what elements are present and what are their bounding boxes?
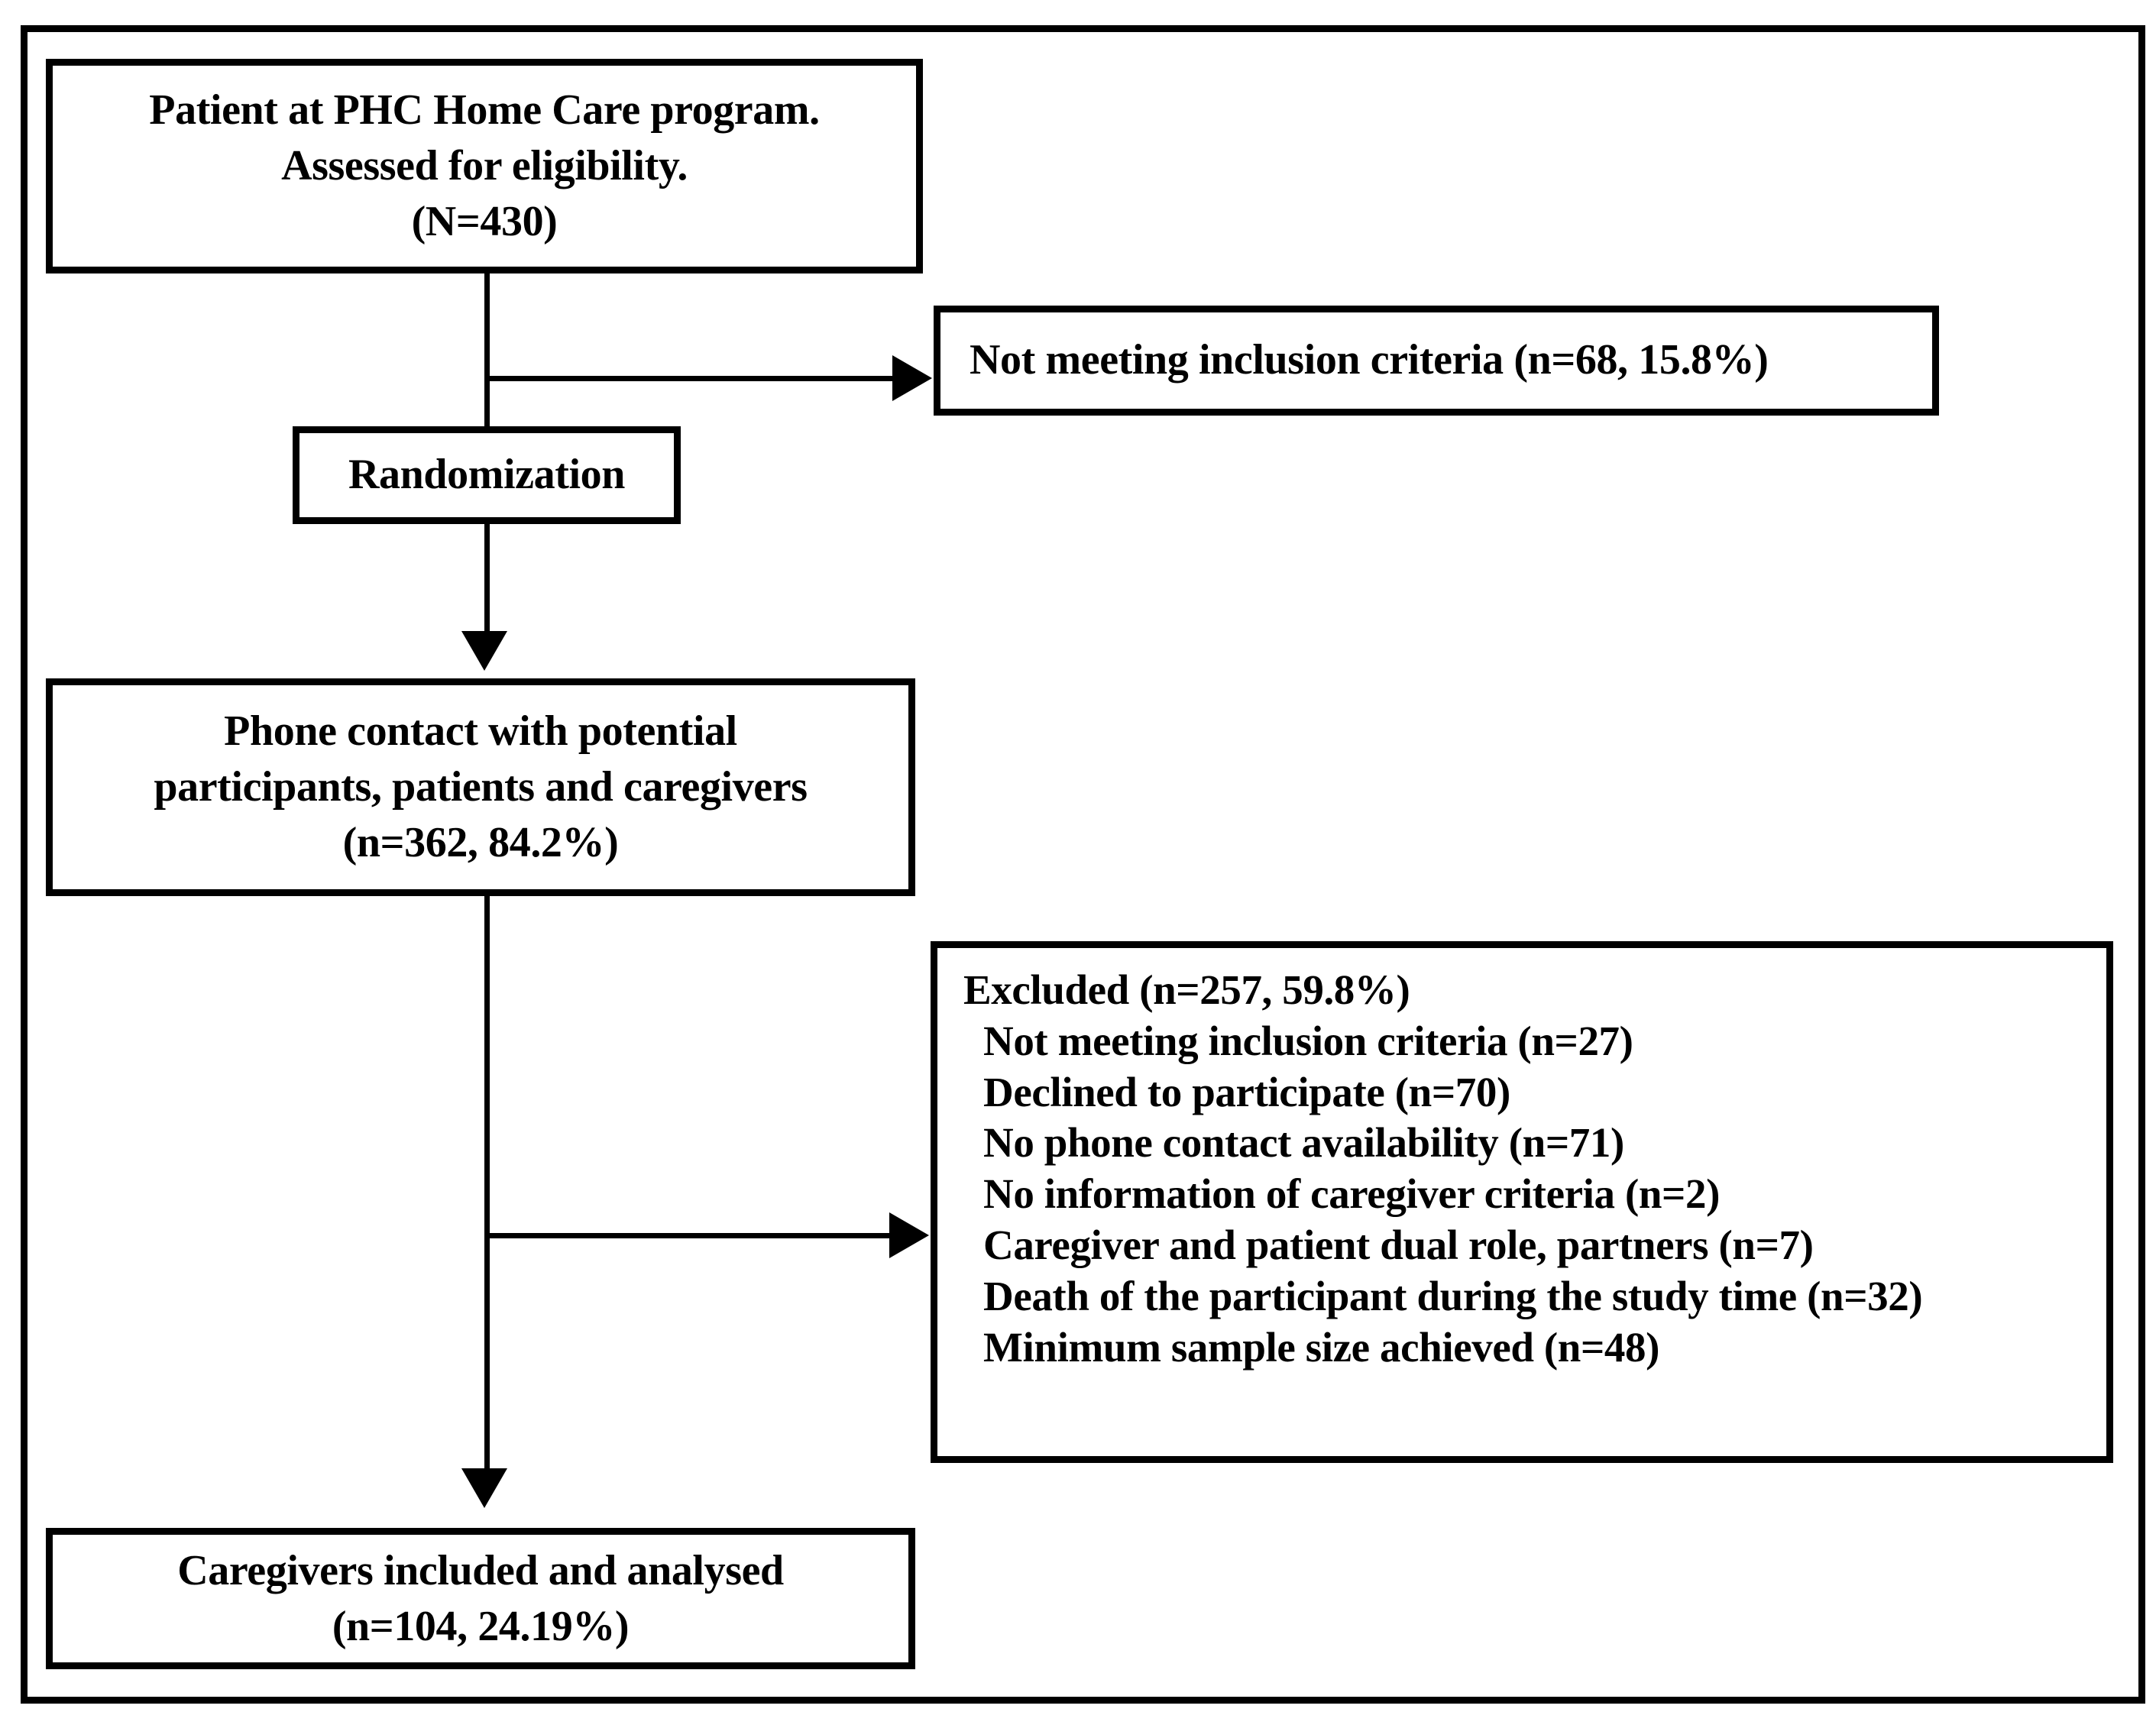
excluded-reason-7: Minimum sample size achieved (n=48)	[983, 1323, 1660, 1371]
assessed-line-2: Assessed for eligibility.	[281, 142, 688, 190]
phone-contact-line-3: (n=362, 84.2%)	[342, 818, 619, 866]
assessed-line-3: (N=430)	[411, 197, 558, 245]
assessed-line-1: Patient at PHC Home Care program.	[149, 86, 820, 134]
arrow-down-icon-phone-contact	[461, 631, 507, 671]
box-not-meeting-inclusion-criteria: Not meeting inclusion criteria (n=68, 15…	[934, 306, 1939, 416]
arrow-down-icon-included	[461, 1468, 507, 1508]
excluded-reason-1: Not meeting inclusion criteria (n=27)	[983, 1017, 1633, 1064]
box-caregivers-included-and-analysed: Caregivers included and analysed (n=104,…	[46, 1528, 915, 1669]
excluded-reason-3: No phone contact availability (n=71)	[983, 1119, 1624, 1167]
box-excluded: Excluded (n=257, 59.8%) Not meeting incl…	[931, 941, 2113, 1463]
connector-phone-contact-to-included	[484, 896, 490, 1472]
included-line-2: (n=104, 24.19%)	[332, 1602, 630, 1650]
randomization-label: Randomization	[348, 451, 625, 499]
arrow-right-icon-excluded	[889, 1212, 929, 1258]
not-meeting-line-1: Not meeting inclusion criteria (n=68, 15…	[970, 336, 1769, 384]
box-randomization: Randomization	[293, 426, 681, 524]
excluded-reason-6: Death of the participant during the stud…	[983, 1272, 1923, 1319]
phone-contact-line-1: Phone contact with potential	[224, 707, 737, 756]
box-assessed-for-eligibility: Patient at PHC Home Care program. Assess…	[46, 59, 923, 273]
excluded-reason-2: Declined to participate (n=70)	[983, 1068, 1510, 1115]
box-phone-contact: Phone contact with potential participant…	[46, 678, 915, 896]
connector-branch-to-excluded	[484, 1233, 891, 1238]
excluded-reason-5: Caregiver and patient dual role, partner…	[983, 1222, 1814, 1269]
excluded-reason-4: No information of caregiver criteria (n=…	[983, 1170, 1721, 1218]
excluded-heading: Excluded (n=257, 59.8%)	[963, 966, 1410, 1013]
phone-contact-line-2: participants, patients and caregivers	[154, 763, 808, 811]
connector-branch-to-not-meeting	[484, 376, 894, 381]
included-line-1: Caregivers included and analysed	[177, 1546, 784, 1594]
connector-randomization-to-phone-contact	[484, 524, 490, 636]
arrow-right-icon-not-meeting	[892, 355, 932, 401]
connector-assessed-to-randomization	[484, 273, 490, 426]
